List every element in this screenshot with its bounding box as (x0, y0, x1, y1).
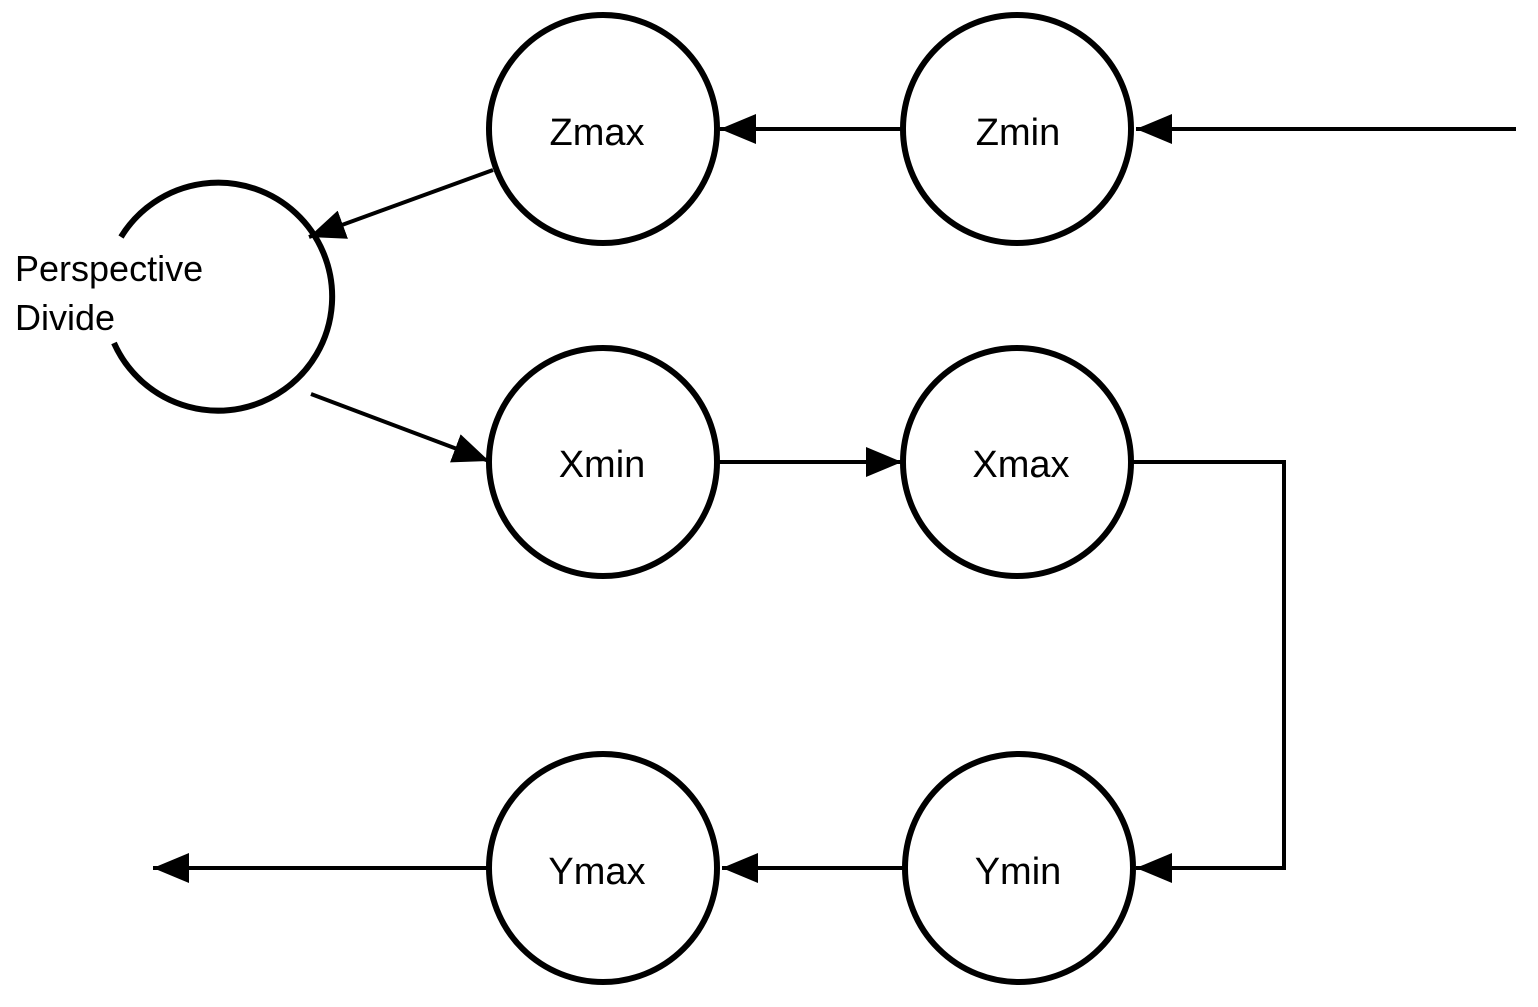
label-zmin: Zmin (976, 112, 1060, 154)
node-xmax (900, 345, 1134, 579)
node-perspective-divide (111, 179, 336, 414)
edge-perspective-to-xmin (310, 392, 490, 463)
node-xmin (486, 345, 720, 579)
label-zmax: Zmax (550, 112, 645, 154)
label-xmin: Xmin (559, 444, 646, 486)
node-zmax (486, 12, 720, 246)
node-ymax (486, 751, 720, 985)
label-ymin: Ymin (975, 851, 1062, 893)
node-ymin (902, 751, 1136, 985)
node-zmin (900, 12, 1134, 246)
label-divide: Divide (15, 297, 115, 338)
label-ymax: Ymax (548, 851, 645, 893)
edge-xmax-to-ymin (1133, 460, 1286, 883)
label-perspective: Perspective (15, 248, 203, 289)
edge-zmax-to-perspective (308, 168, 494, 239)
label-xmax: Xmax (972, 444, 1069, 486)
